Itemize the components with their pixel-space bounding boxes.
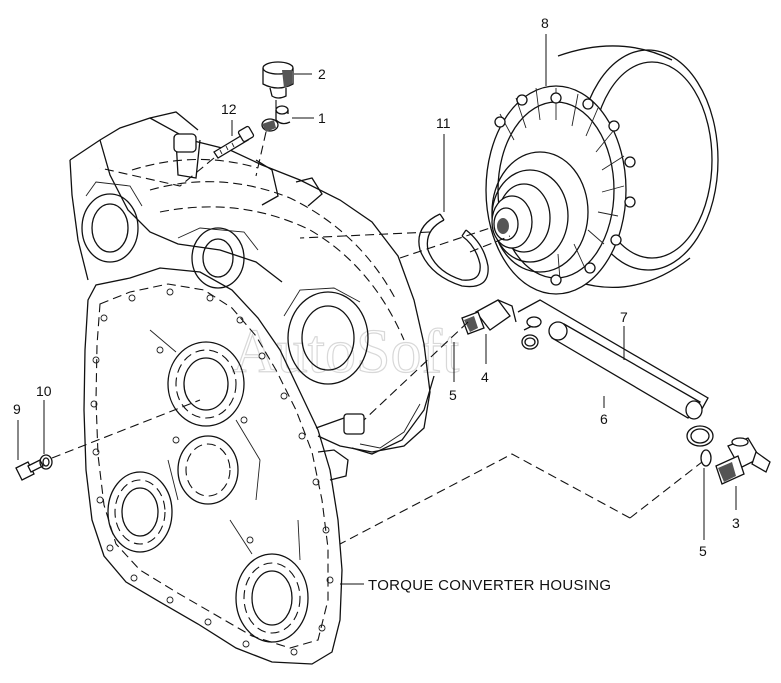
part-6-tube [548, 321, 703, 420]
callout-labels: 2 1 12 11 8 7 4 5 6 3 5 9 10 [13, 15, 740, 559]
part-3-tee-fitting [715, 437, 771, 485]
part-9-bolt [15, 459, 44, 481]
callout-12: 12 [221, 101, 237, 117]
callout-3: 3 [732, 515, 740, 531]
torque-converter-housing-label: TORQUE CONVERTER HOUSING [368, 577, 611, 594]
callout-6: 6 [600, 411, 608, 427]
leader-lines [17, 34, 737, 585]
part-1-elbow-fitting [261, 105, 291, 132]
tube-end-ring [686, 425, 714, 447]
part-5-o-ring-upper [521, 334, 539, 350]
watermark: AutoSoft [232, 318, 459, 386]
part-11-snap-ring [418, 213, 489, 288]
callout-7: 7 [620, 309, 628, 325]
part-12-stud [213, 125, 255, 159]
callout-4: 4 [481, 369, 489, 385]
callout-1: 1 [318, 110, 326, 126]
torque-converter-housing [69, 111, 435, 665]
callout-5-lower: 5 [699, 543, 707, 559]
part-4-fitting [461, 299, 517, 335]
part-10-washer [39, 454, 53, 470]
callout-9: 9 [13, 401, 21, 417]
callout-11: 11 [436, 115, 451, 131]
callout-2: 2 [318, 66, 326, 82]
part-5-o-ring-lower [700, 449, 712, 467]
part-8-torque-converter [485, 45, 719, 295]
callout-5-upper: 5 [449, 387, 457, 403]
callout-10: 10 [36, 383, 52, 399]
alignment-lines [51, 100, 703, 545]
part-2-cap [262, 61, 294, 99]
callout-8: 8 [541, 15, 549, 31]
